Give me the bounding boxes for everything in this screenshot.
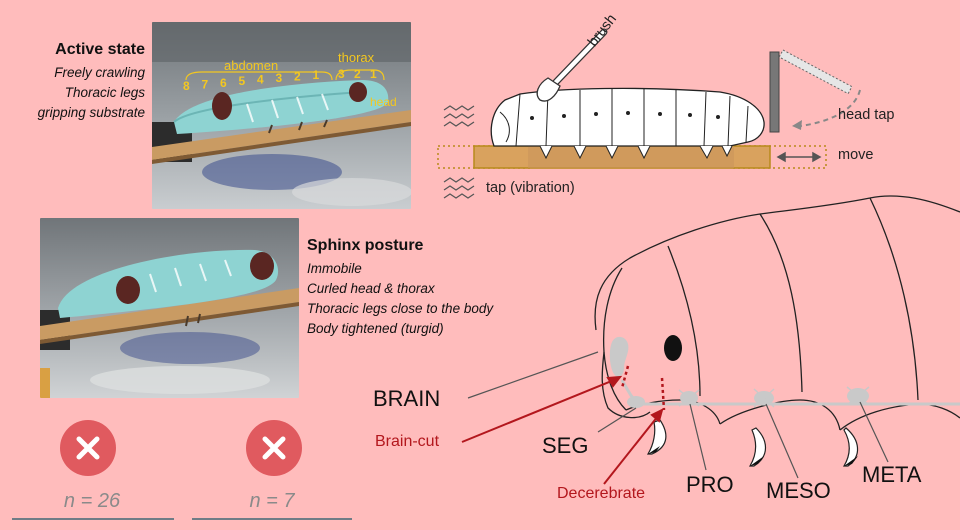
thorax-segment-number: 3 — [338, 67, 345, 81]
sphinx-posture-title: Sphinx posture — [307, 237, 424, 254]
meso-leader-line — [765, 403, 799, 479]
active-state-line: gripping substrate — [37, 105, 145, 120]
brush-icon — [536, 28, 608, 102]
active-state-line: Freely crawling — [54, 65, 145, 80]
sphinx-line: Curled head & thorax — [307, 281, 435, 296]
underline — [12, 518, 174, 520]
tap-rod — [769, 51, 780, 133]
vibration-waves-icon — [443, 105, 475, 127]
vibration-waves-icon — [443, 177, 475, 199]
brain-cut-line — [620, 365, 630, 389]
sample-size-active: n = 26 — [63, 490, 121, 512]
photo-active-illustration — [152, 22, 411, 209]
active-state-title: Active state — [55, 41, 145, 58]
thorax-segment-number: 2 — [354, 67, 361, 81]
tap-rod-raised — [778, 49, 853, 95]
anatomy-diagram — [461, 195, 960, 485]
abdomen-label: abdomen — [224, 58, 278, 73]
thorax-segment-number: 1 — [370, 67, 377, 81]
brain-icon — [609, 336, 629, 377]
move-arrow-icon — [776, 151, 822, 163]
active-state-line: Thoracic legs — [64, 85, 145, 100]
thorax-label: thorax — [338, 50, 375, 65]
sphinx-line: Immobile — [307, 261, 362, 276]
caterpillar-head-outline — [594, 195, 960, 431]
x-icon — [60, 420, 116, 476]
abdomen-segment-number: 2 — [294, 69, 301, 83]
decerebrate-cut-line — [660, 377, 666, 411]
decerebrate-label: Decerebrate — [557, 485, 646, 502]
active-state-description: Freely crawling Thoracic legs gripping s… — [0, 63, 145, 123]
underline — [192, 518, 352, 520]
abdomen-segment-number: 5 — [239, 74, 246, 88]
caterpillar-outline — [490, 87, 765, 147]
thoracic-legs — [646, 419, 859, 467]
abdomen-segment-number: 3 — [276, 71, 283, 85]
head-tap-label: head tap — [838, 107, 895, 123]
sphinx-line: Thoracic legs close to the body — [307, 301, 494, 316]
abdomen-segment-number: 4 — [257, 73, 264, 87]
sphinx-line: Body tightened (turgid) — [307, 321, 444, 336]
meta-label: META — [862, 462, 922, 487]
x-icon — [246, 420, 302, 476]
sphinx-posture-description: Immobile Curled head & thorax Thoracic l… — [307, 259, 493, 339]
photo-sphinx-posture — [40, 218, 299, 398]
sample-size-sphinx: n = 7 — [249, 490, 295, 512]
brain-cut-label: Brain-cut — [375, 433, 440, 450]
photo-sphinx-illustration — [40, 218, 299, 398]
brain-cut-arrow-icon — [461, 375, 623, 443]
tap-arrow-icon — [799, 89, 861, 127]
meso-label: MESO — [766, 478, 831, 503]
abdomen-segment-number: 7 — [202, 77, 209, 91]
abdomen-segment-number: 6 — [220, 76, 227, 90]
stimulus-diagram — [437, 28, 861, 199]
abdomen-segment-number: 1 — [313, 68, 320, 82]
tap-vibration-label: tap (vibration) — [486, 180, 575, 196]
seg-leader-line — [597, 407, 637, 433]
pro-leader-line — [689, 403, 707, 471]
brain-leader-line — [467, 351, 599, 399]
abdomen-segment-number: 8 — [183, 79, 190, 93]
pro-label: PRO — [686, 472, 734, 497]
move-label: move — [838, 147, 874, 163]
brain-label: BRAIN — [373, 386, 441, 411]
meta-leader-line — [859, 401, 889, 463]
head-label: head — [370, 95, 397, 109]
decerebrate-arrow-icon — [603, 408, 664, 485]
eye-icon — [664, 335, 682, 361]
seg-label: SEG — [542, 433, 589, 458]
